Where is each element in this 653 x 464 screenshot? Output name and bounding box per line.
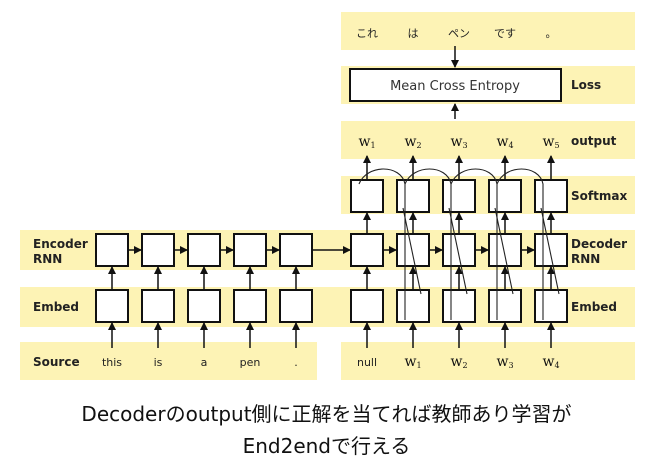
output-token: w1 <box>358 134 375 150</box>
band-source-left <box>20 342 317 380</box>
arrows <box>108 46 555 348</box>
decoder-rnn-cell <box>396 233 430 267</box>
decoder-embed-cell <box>350 289 384 323</box>
output-token: w3 <box>450 134 467 150</box>
source-token: . <box>294 356 298 369</box>
loss-box-text: Mean Cross Entropy <box>390 79 520 94</box>
decoder-rnn-cell <box>534 233 568 267</box>
encoder-rnn-cell <box>279 233 313 267</box>
target-token: これ <box>356 27 378 40</box>
loss-label: Loss <box>571 78 601 92</box>
softmax-cell <box>350 179 384 213</box>
source-label: Source <box>33 355 80 369</box>
encoder-rnn-label-line1: Encoder <box>33 237 88 251</box>
decoder-embed-cell <box>488 289 522 323</box>
target-token: は <box>408 27 419 40</box>
decoder-embed-cell <box>396 289 430 323</box>
embed-right-label: Embed <box>571 300 617 314</box>
decoder-embed-cell <box>534 289 568 323</box>
tokens: this is a pen. w1 null これ w2 w1 は w3 w2 ペン w4 w3 です w5 w4… <box>102 27 560 370</box>
source-token: this <box>102 356 122 369</box>
softmax-cell <box>488 179 522 213</box>
encoder-embed-cell <box>233 289 267 323</box>
band-output <box>341 121 635 159</box>
feedback-curve <box>496 168 544 320</box>
encoder-rnn-cell <box>187 233 221 267</box>
output-token: w2 <box>404 134 421 150</box>
softmax-cell <box>396 179 430 213</box>
feedback-diagonal <box>448 207 468 295</box>
encoder-embed-cell <box>95 289 129 323</box>
decoder-rnn-label-line2: RNN <box>571 252 600 266</box>
band-target <box>341 12 635 50</box>
feedback-diagonal <box>402 207 422 295</box>
decoder-input-token: w2 <box>450 354 467 370</box>
embed-left-label: Embed <box>33 300 79 314</box>
decoder-rnn-cell <box>350 233 384 267</box>
target-token: ペン <box>448 27 470 40</box>
output-label: output <box>571 134 617 148</box>
encoder-embed-cell <box>187 289 221 323</box>
encoder-rnn-label-line2: RNN <box>33 252 62 266</box>
source-token: is <box>154 356 163 369</box>
softmax-curves <box>358 168 560 320</box>
output-token: w4 <box>496 134 513 150</box>
decoder-input-token: null <box>357 356 377 369</box>
source-token: pen <box>240 356 261 369</box>
encoder-embed-cell <box>279 289 313 323</box>
output-token: w5 <box>542 134 559 150</box>
decoder-rnn-cell <box>488 233 522 267</box>
decoder-input-token: w1 <box>404 354 421 370</box>
target-token: です <box>494 27 516 40</box>
feedback-diagonal <box>494 207 514 295</box>
band-source-right <box>341 342 635 380</box>
target-token: 。 <box>546 27 557 40</box>
encoder-rnn-cell <box>233 233 267 267</box>
decoder-rnn-cell <box>442 233 476 267</box>
feedback-diagonal <box>540 207 560 295</box>
decoder-rnn-label-line1: Decoder <box>571 237 627 251</box>
softmax-cell <box>442 179 476 213</box>
encoder-rnn-cell <box>141 233 175 267</box>
encoder-embed-cell <box>141 289 175 323</box>
source-token: a <box>201 356 208 369</box>
encoder-rnn-cell <box>95 233 129 267</box>
caption-line-2: End2endで行える <box>242 434 411 458</box>
decoder-input-token: w4 <box>542 354 559 370</box>
decoder-embed-cell <box>442 289 476 323</box>
softmax-label: Softmax <box>571 189 627 203</box>
decoder-input-token: w3 <box>496 354 513 370</box>
softmax-cell <box>534 179 568 213</box>
caption-line-1: Decoderのoutput側に正解を当てれば教師あり学習が <box>81 402 572 426</box>
loss-box <box>349 68 562 102</box>
